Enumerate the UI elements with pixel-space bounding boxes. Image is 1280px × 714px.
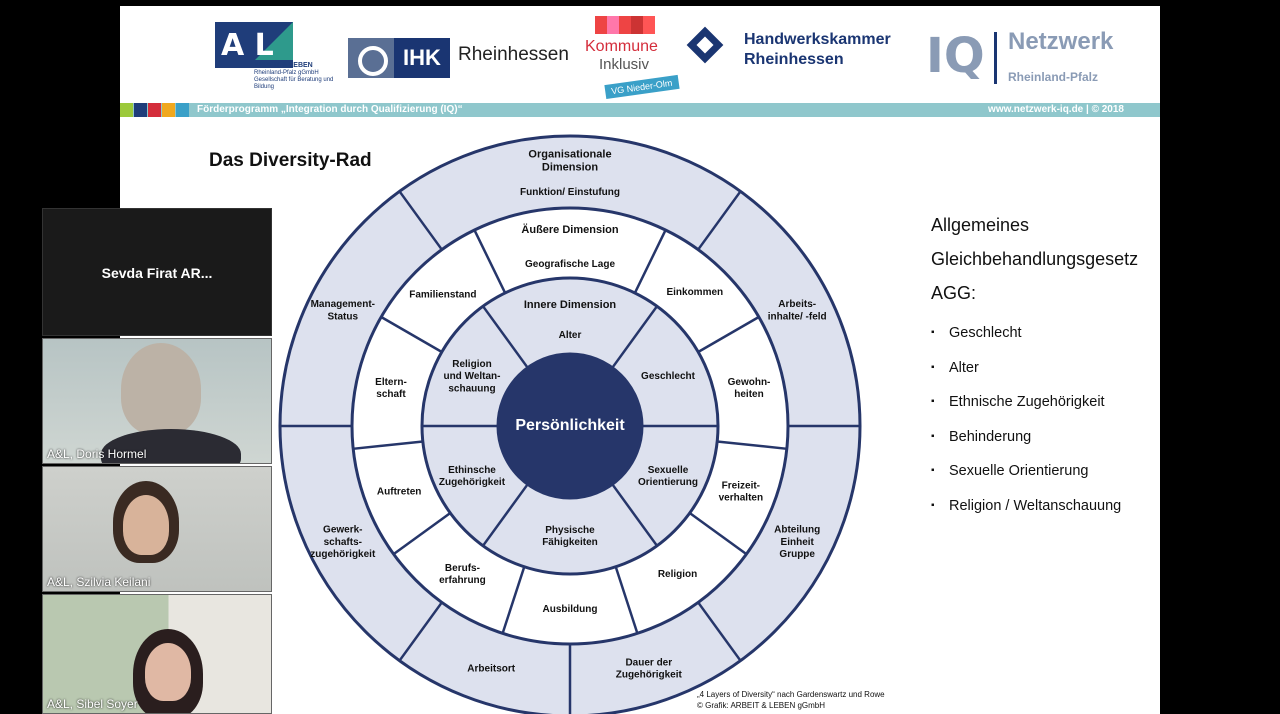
wheel-label-middle: Eltern-schaft (375, 376, 407, 399)
wheel-label-outer: Arbeits-inhalte/ -feld (768, 299, 827, 322)
wheel-label-middle: Auftreten (377, 486, 421, 497)
agg-item: Geschlecht (931, 316, 1138, 351)
slide-title: Das Diversity-Rad (209, 150, 372, 171)
participant-name: A&L, Szilvia Keilani (47, 575, 151, 589)
wheel-divider (399, 191, 443, 250)
arbeit-leben-name: ARBEIT & LEBEN (254, 62, 313, 69)
wheel-label-middle-sub: Geografische Lage (525, 259, 615, 270)
participant-video-tile[interactable]: A&L, Doris Hormel (42, 338, 272, 464)
participant-name: Sevda Firat AR... (101, 265, 213, 281)
agg-list: Geschlecht Alter Ethnische Zugehörigkeit… (931, 316, 1138, 523)
ihk-name: Rheinhessen (458, 44, 569, 65)
wheel-label-inner-sub: Alter (559, 330, 582, 341)
participant-name: A&L, Doris Hormel (47, 447, 147, 461)
wheel-label-middle: Freizeit-verhalten (719, 480, 763, 503)
wheel-label-outer: Management-Status (311, 299, 375, 322)
wheel-label-middle: Gewohn-heiten (728, 376, 771, 399)
wheel-label-middle: Ausbildung (543, 604, 598, 615)
wheel-label-middle: Familienstand (409, 289, 476, 300)
participant-tile[interactable]: Sevda Firat AR... (42, 208, 272, 336)
wheel-label-outer-sub: Funktion/ Einstufung (520, 187, 620, 198)
participant-name: A&L, Sibel Soyer (47, 697, 138, 711)
wheel-divider (393, 512, 451, 555)
wheel-label-middle: Berufs-erfahrung (439, 563, 486, 586)
agg-heading-2: Gleichbehandlungsgesetz (931, 249, 1139, 269)
wheel-divider (611, 484, 658, 546)
wheel-divider (698, 316, 759, 353)
stripe-color-square (134, 103, 147, 117)
agg-item: Religion / Weltanschauung (931, 489, 1138, 524)
wheel-label-middle-header: Äußere Dimension (521, 223, 618, 236)
wheel-divider (614, 567, 639, 633)
wheel-divider (634, 230, 667, 293)
agg-heading-3: AGG: (931, 283, 977, 303)
presentation-slide: A L ARBEIT & LEBEN Rheinland-Pfalz gGmbH… (120, 6, 1160, 714)
center-circle (496, 352, 644, 500)
wheel-label-middle: Einkommen (666, 287, 723, 298)
agg-box: Allgemeines Gleichbehandlungsgesetz AGG:… (931, 208, 1138, 523)
stripe-color-square (162, 103, 175, 117)
agg-item: Alter (931, 351, 1138, 386)
arbeit-leben-sub: Rheinland-Pfalz gGmbH Gesellschaft für B… (254, 70, 334, 90)
stripe-color-square (148, 103, 161, 117)
video-gallery-panel: Sevda Firat AR... A&L, Doris Hormel A&L,… (42, 208, 272, 714)
wheel-divider (482, 484, 529, 546)
stripe-color-square (176, 103, 189, 117)
agg-item: Ethnische Zugehörigkeit (931, 385, 1138, 420)
wheel-label-middle: Religion (658, 569, 697, 580)
participant-video-tile[interactable]: A&L, Sibel Soyer (42, 594, 272, 714)
wheel-label-outer: Gewerk-schafts-zugehörigkeit (310, 524, 376, 559)
wheel-label-inner-header: Innere Dimension (524, 299, 617, 311)
kommune-inklusiv-logo: Kommune Inklusiv VG Nieder-Olm (583, 16, 693, 106)
wheel-divider (399, 602, 443, 661)
ihk-logo: IHK Rheinhessen (348, 38, 569, 78)
wheel-center-label: Persönlichkeit (515, 417, 625, 434)
wheel-divider (482, 306, 529, 368)
stripe-color-square (120, 103, 133, 117)
wheel-divider (381, 316, 442, 353)
agg-item: Sexuelle Orientierung (931, 454, 1138, 489)
wheel-label-inner: Geschlecht (641, 371, 696, 382)
program-name: Förderprogramm „Integration durch Qualif… (197, 104, 463, 115)
program-website: www.netzwerk-iq.de | © 2018 (988, 104, 1124, 115)
program-stripe: Förderprogramm „Integration durch Qualif… (120, 103, 1160, 117)
agg-heading-1: Allgemeines (931, 215, 1030, 235)
participant-video-tile[interactable]: A&L, Szilvia Keilani (42, 466, 272, 592)
wheel-divider (354, 440, 422, 450)
wheel-divider (718, 440, 786, 450)
graphic-credit: „4 Layers of Diversity“ nach Gardenswart… (697, 690, 885, 710)
participant-video (121, 343, 201, 435)
wheel-divider (697, 191, 741, 250)
wheel-divider (611, 306, 658, 368)
wheel-label-outer: Arbeitsort (467, 663, 515, 674)
wheel-divider (697, 602, 741, 661)
wheel-divider (501, 567, 526, 633)
wheel-divider (473, 230, 506, 293)
agg-item: Behinderung (931, 420, 1138, 455)
wheel-divider (689, 512, 747, 555)
